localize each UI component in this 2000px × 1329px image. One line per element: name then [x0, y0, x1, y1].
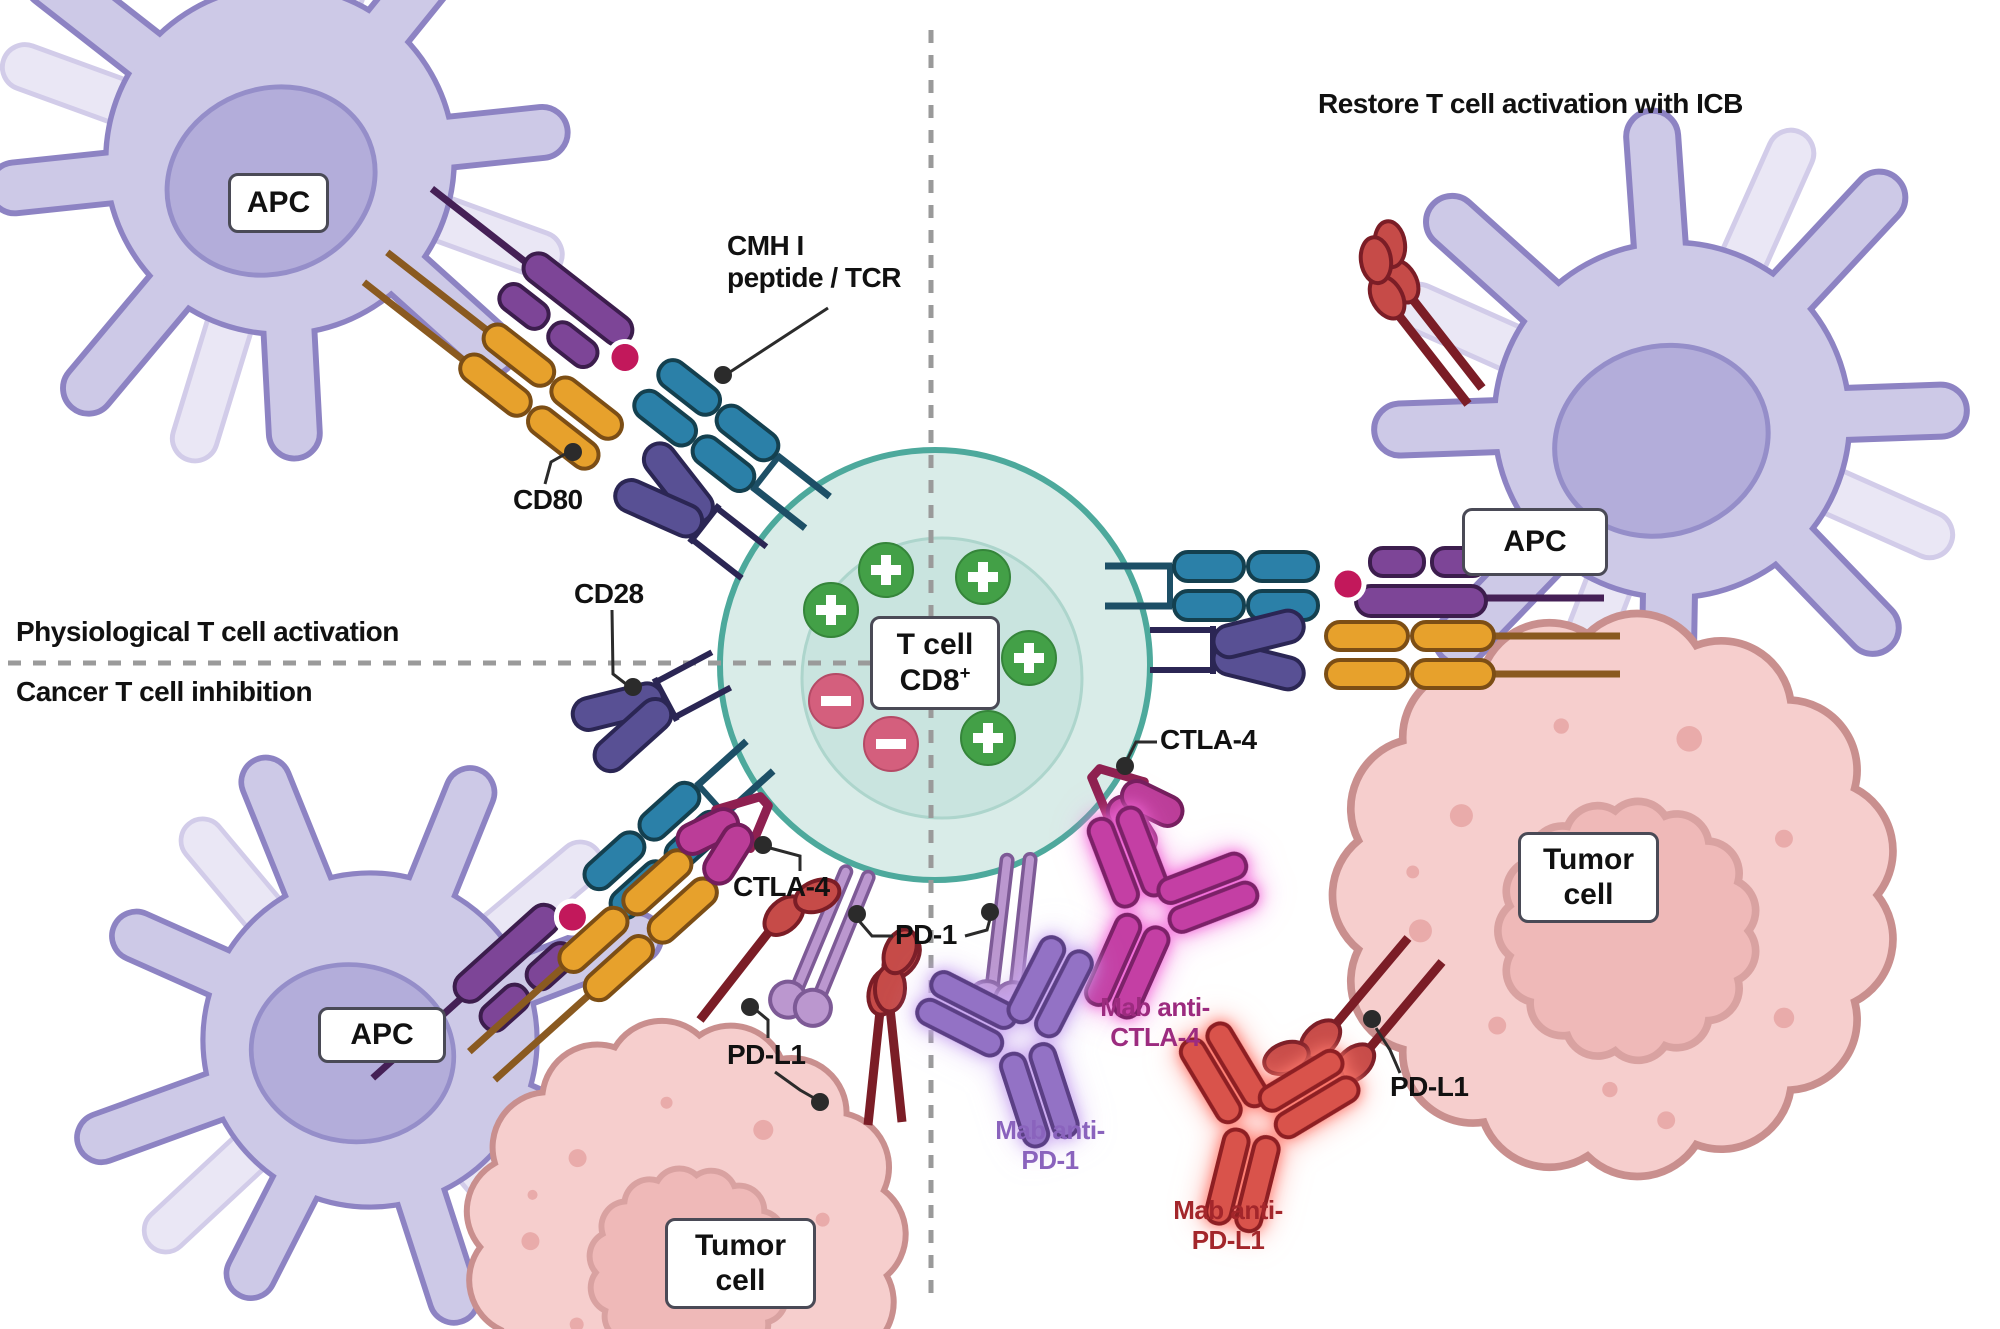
plus-signal-icon	[859, 543, 913, 597]
minus-signal-icon	[809, 674, 863, 728]
apc-bottom-left-box: APC	[318, 1007, 446, 1063]
plus-signal-icon	[804, 583, 858, 637]
cmh-tcr-label-line1: CMH I	[727, 230, 804, 261]
mab-anti-pd1-label-line1: Mab anti-	[995, 1115, 1105, 1145]
mab-anti-pdl1-label-line1: Mab anti-	[1173, 1195, 1283, 1225]
tumor-bl-line2: cell	[715, 1263, 766, 1297]
mab-anti-pd1-label-line2: PD-1	[1021, 1144, 1079, 1175]
minus-signal-icon	[864, 717, 918, 771]
mab-anti-pdl1-label: Mab anti- PD-L1	[1128, 1195, 1328, 1255]
apc-right-box: APC	[1462, 508, 1608, 576]
t-cell-box-line1: T cell	[896, 627, 974, 661]
mab-anti-ctla4-label-line2: CTLA-4	[1110, 1021, 1200, 1052]
mab-anti-ctla4-label-line1: Mab anti-	[1100, 992, 1210, 1022]
pdl1-left-label: PD-L1	[727, 1039, 806, 1070]
mab-anti-ctla4-label: Mab anti- CTLA-4	[1055, 992, 1255, 1052]
mab-anti-pdl1-label-line2: PD-L1	[1191, 1224, 1265, 1255]
cd80-label: CD80	[513, 484, 583, 515]
cmh-tcr-label-line2: peptide / TCR	[727, 261, 901, 293]
plus-signal-icon	[1002, 631, 1056, 685]
leader-lines	[543, 306, 1402, 1100]
tumor-bl-line1: Tumor	[694, 1229, 787, 1262]
restore-title: Restore T cell activation with ICB	[1318, 88, 1743, 119]
plus-signal-icon	[961, 711, 1015, 765]
apc-top-left-box: APC	[228, 173, 329, 233]
leader-dots	[564, 366, 1381, 1111]
plus-signal-icon	[956, 550, 1010, 604]
t-cell-box: T cell CD8+	[870, 616, 1000, 710]
tumor-right-box: Tumor cell	[1518, 832, 1659, 923]
ctla4-left-label: CTLA-4	[733, 871, 830, 902]
pd1-label: PD-1	[895, 919, 957, 950]
tumor-r-line1: Tumor	[1542, 843, 1635, 876]
tumor-r-line2: cell	[1563, 877, 1614, 911]
section-label-activation: Physiological T cell activation	[16, 616, 399, 647]
section-label-inhibition: Cancer T cell inhibition	[16, 676, 313, 707]
t-cell-box-line2: CD8+	[899, 662, 971, 697]
cmh-tcr-label: CMH I peptide / TCR	[727, 230, 901, 294]
cd28-receptor-unbound	[563, 632, 742, 781]
pdl1-right-label: PD-L1	[1390, 1071, 1469, 1102]
tumor-bottom-left-box: Tumor cell	[665, 1218, 816, 1309]
mab-anti-pd1-label: Mab anti- PD-1	[950, 1115, 1150, 1175]
ctla4-right-label: CTLA-4	[1160, 724, 1257, 755]
apc-cell-top-left	[0, 0, 609, 498]
cd28-label: CD28	[574, 578, 644, 609]
